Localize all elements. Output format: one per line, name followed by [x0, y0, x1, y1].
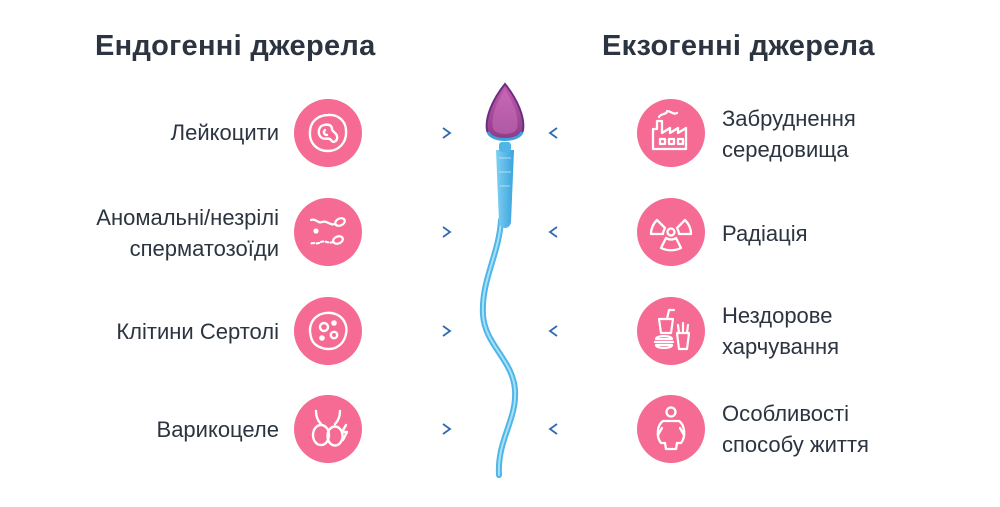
leukocyte-icon: [294, 99, 362, 167]
arrow-right-4: [380, 422, 452, 436]
exogenous-label-4: Особливості способу життя: [722, 401, 869, 457]
varicocele-icon: [294, 395, 362, 463]
arrow-left-4: [548, 422, 620, 436]
person-lifestyle-icon: [637, 395, 705, 463]
fast-food-icon: [637, 297, 705, 365]
exogenous-label-1: Забруднення середовища: [722, 106, 856, 162]
arrow-right-1: [380, 126, 452, 140]
arrow-right-3: [380, 324, 452, 338]
abnormal-sperm-icon: [294, 198, 362, 266]
arrow-left-1: [548, 126, 620, 140]
endogenous-label-2: Аномальні/незрілі сперматозоїди: [96, 205, 279, 261]
endogenous-label-3: Клітини Сертолі: [116, 319, 279, 344]
endogenous-label-1: Лейкоцити: [170, 120, 279, 145]
exogenous-label-2: Радіація: [722, 221, 808, 246]
arrow-left-2: [548, 225, 620, 239]
endogenous-heading: Ендогенні джерела: [95, 30, 376, 62]
sperm-illustration: [455, 80, 555, 480]
factory-pollution-icon: [637, 99, 705, 167]
sertoli-cell-icon: [294, 297, 362, 365]
endogenous-label-4: Варикоцеле: [156, 417, 279, 442]
exogenous-label-3: Нездорове харчування: [722, 303, 840, 359]
arrow-left-3: [548, 324, 620, 338]
radiation-icon: [637, 198, 705, 266]
exogenous-heading: Екзогенні джерела: [602, 30, 875, 62]
arrow-right-2: [380, 225, 452, 239]
